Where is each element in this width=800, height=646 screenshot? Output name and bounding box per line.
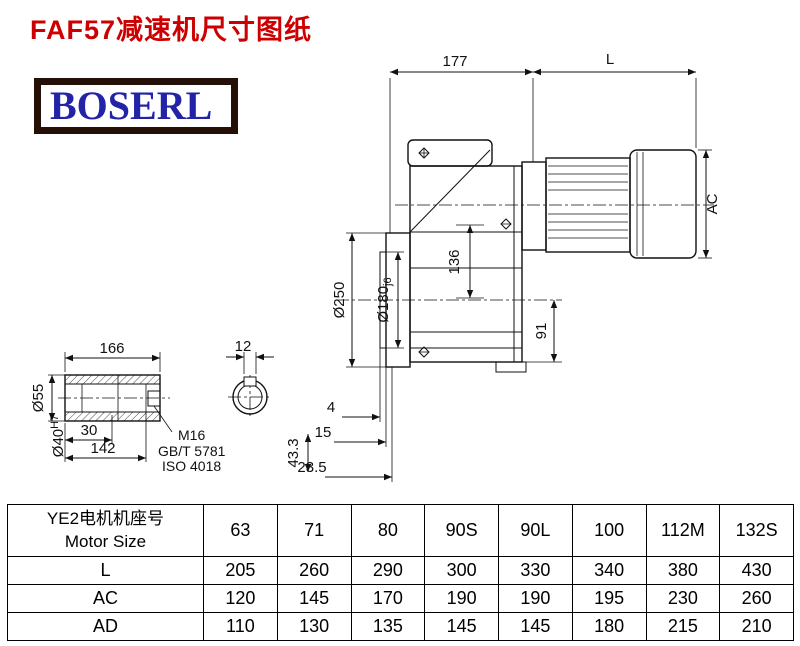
table-header-row: YE2电机机座号 Motor Size 63 71 80 90S 90L 100… xyxy=(7,504,794,557)
thread-label-m16: M16 xyxy=(178,427,205,443)
gear-housing xyxy=(407,139,527,373)
dim-value-cell: 110 xyxy=(203,612,278,641)
centerlines xyxy=(336,204,714,301)
dim-30: 30 xyxy=(64,415,113,462)
bolt-symbol xyxy=(500,218,512,230)
shaft-detail-view: 166 Ø55 Ø40H7 30 142 xyxy=(30,340,226,474)
dim-12: 12 xyxy=(226,338,274,374)
motor-fins xyxy=(548,165,628,239)
dim-value-cell: 330 xyxy=(498,556,573,585)
dim-label-180: Ø180j6 xyxy=(375,277,394,322)
dim-value-cell: 170 xyxy=(350,584,426,613)
dim-value-cell: 205 xyxy=(203,556,278,585)
dim-label-91: 91 xyxy=(533,323,550,340)
table-row-AD: AD 110 130 135 145 145 180 215 210 xyxy=(7,612,794,641)
dim-label-43-3: 43.3 xyxy=(285,438,302,467)
dim-value-cell: 135 xyxy=(350,612,426,641)
dim-value-cell: 260 xyxy=(276,556,352,585)
dim-label-4: 4 xyxy=(327,399,335,416)
dim-value-cell: 380 xyxy=(645,556,721,585)
dim-value-cell: 145 xyxy=(424,612,499,641)
dim-label-30: 30 xyxy=(81,422,98,439)
dim-value-cell: 215 xyxy=(645,612,721,641)
brand-logo-text: BOSERL xyxy=(50,83,213,128)
motor-size-table: YE2电机机座号 Motor Size 63 71 80 90S 90L 100… xyxy=(7,504,794,641)
main-view: 177 L AC 136 91 xyxy=(285,51,721,482)
dim-offsets: 4 15 23.5 xyxy=(297,348,393,482)
dim-label-15: 15 xyxy=(315,424,332,441)
dim-value-cell: 190 xyxy=(424,584,499,613)
dim-166: 166 xyxy=(64,340,161,372)
dim-label-142: 142 xyxy=(90,440,115,457)
motor-size-label-en: Motor Size xyxy=(64,531,147,551)
brand-logo-box: BOSERL xyxy=(34,78,238,134)
dim-row-label: L xyxy=(7,556,204,585)
bolt-symbol xyxy=(418,346,430,358)
dim-value-cell: 120 xyxy=(203,584,278,613)
size-cell: 90S xyxy=(424,504,499,557)
dim-label-250: Ø250 xyxy=(331,282,348,319)
dim-value-cell: 210 xyxy=(719,612,794,641)
dim-AC: AC xyxy=(698,149,721,259)
dim-180: Ø180j6 xyxy=(375,251,404,349)
dim-label-AC: AC xyxy=(704,193,721,214)
dim-value-cell: 130 xyxy=(276,612,352,641)
dim-label-55: Ø55 xyxy=(30,384,47,412)
dim-value-cell: 300 xyxy=(424,556,499,585)
dim-43-3: 43.3 xyxy=(285,434,312,472)
thread-callout: M16 GB/T 5781 ISO 4018 xyxy=(153,405,226,474)
dim-label-L: L xyxy=(606,51,614,68)
dim-value-cell: 230 xyxy=(645,584,721,613)
dim-label-40: Ø40H7 xyxy=(49,415,67,457)
dim-55: Ø55 xyxy=(30,374,67,422)
dim-row-label: AD xyxy=(7,612,204,641)
dim-value-cell: 190 xyxy=(498,584,573,613)
size-cell: 132S xyxy=(719,504,794,557)
dim-value-cell: 145 xyxy=(276,584,352,613)
dim-label-136: 136 xyxy=(446,249,463,274)
dim-value-cell: 290 xyxy=(350,556,426,585)
table-row-AC: AC 120 145 170 190 190 195 230 260 xyxy=(7,584,794,613)
size-cell: 112M xyxy=(645,504,721,557)
size-cell: 71 xyxy=(276,504,352,557)
dim-label-166: 166 xyxy=(99,340,124,357)
dim-value-cell: 260 xyxy=(719,584,794,613)
mounting-flange xyxy=(379,232,411,368)
size-cell: 80 xyxy=(350,504,426,557)
dim-row-label: AC xyxy=(7,584,204,613)
standard-label-gb: GB/T 5781 xyxy=(158,443,226,459)
size-cell: 100 xyxy=(571,504,647,557)
dim-label-177: 177 xyxy=(442,53,467,70)
dim-value-cell: 180 xyxy=(571,612,647,641)
dim-136: 136 xyxy=(446,224,484,299)
dim-label-12: 12 xyxy=(235,338,252,355)
dim-142: 142 xyxy=(65,412,147,462)
bolt-symbol xyxy=(418,147,430,159)
keyway-slot xyxy=(243,376,257,387)
motor xyxy=(521,149,697,259)
size-cell: 90L xyxy=(498,504,573,557)
dim-value-cell: 430 xyxy=(719,556,794,585)
motor-size-label-cn: YE2电机机座号 xyxy=(46,508,165,528)
table-row-L: L 205 260 290 300 330 340 380 430 xyxy=(7,556,794,585)
dim-value-cell: 195 xyxy=(571,584,647,613)
fan-cover xyxy=(629,149,697,259)
dim-label-23-5: 23.5 xyxy=(297,459,326,476)
standard-label-iso: ISO 4018 xyxy=(162,458,221,474)
dim-value-cell: 340 xyxy=(571,556,647,585)
dim-177-L: 177 L xyxy=(389,51,697,233)
dim-91: 91 xyxy=(522,300,562,363)
shaft-end-view: 12 xyxy=(226,338,274,419)
motor-size-header-cell: YE2电机机座号 Motor Size xyxy=(7,504,204,557)
dim-value-cell: 145 xyxy=(498,612,573,641)
size-cell: 63 xyxy=(203,504,278,557)
page-title: FAF57减速机尺寸图纸 xyxy=(30,15,313,45)
dim-250: Ø250 xyxy=(331,232,386,368)
